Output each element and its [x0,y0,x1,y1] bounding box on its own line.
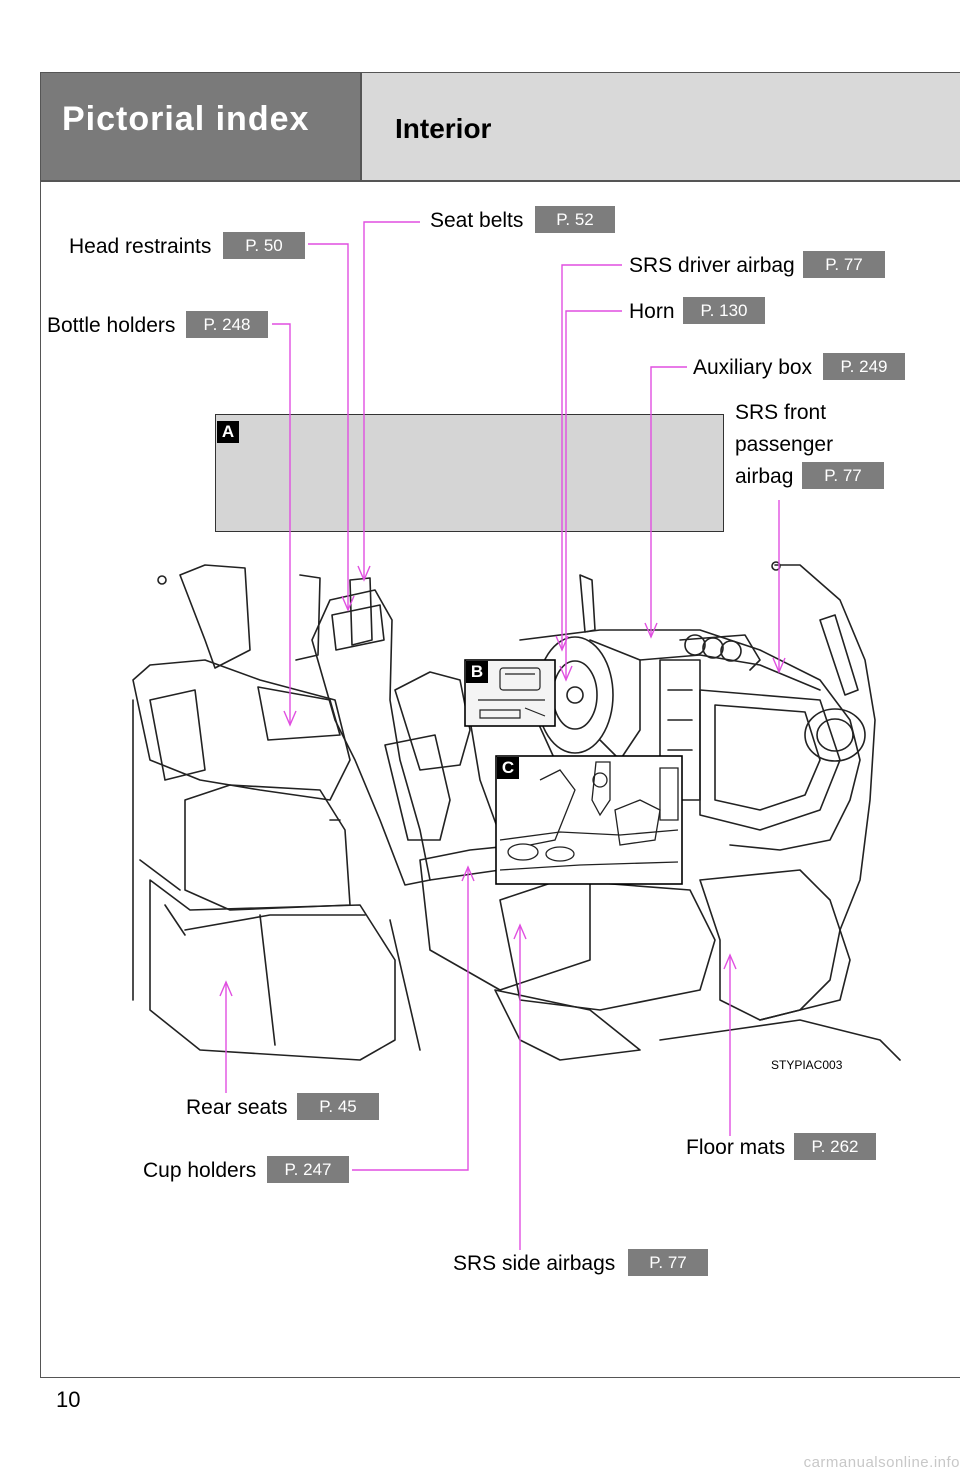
inset-c-tag: C [497,757,519,779]
page-ref-seat-belts[interactable]: P. 52 [535,206,615,233]
label-rear-seats: Rear seats [186,1096,288,1119]
vehicle-line-art [132,561,901,1061]
leader-lines [219,221,786,1250]
page-ref-head-restraints[interactable]: P. 50 [223,232,305,259]
label-auxiliary-box: Auxiliary box [693,356,813,379]
label-srs-front-passenger-airbag-line2: passenger [735,433,834,456]
page-ref-auxiliary-box[interactable]: P. 249 [823,353,905,380]
section-title: Pictorial index [62,100,310,138]
label-horn: Horn [629,300,675,323]
inset-b-tag: B [466,661,488,683]
inset-c-box [495,755,683,885]
subsection-title: Interior [395,113,492,144]
page-ref-floor-mats[interactable]: P. 262 [794,1133,876,1160]
label-srs-front-passenger-airbag-line1: SRS front [735,401,827,424]
header-section-box [41,73,362,181]
page-ref-bottle-holders[interactable]: P. 248 [186,311,268,338]
label-srs-front-passenger-airbag-line3: airbag [735,465,794,488]
footer-watermark: carmanualsonline.info [803,1454,960,1471]
label-srs-driver-airbag: SRS driver airbag [629,254,795,277]
page-number: 10 [56,1387,81,1412]
label-bottle-holders: Bottle holders [47,314,176,337]
header-divider [41,180,960,182]
inset-a-panel [215,414,724,532]
label-floor-mats: Floor mats [686,1136,786,1159]
page-frame [40,72,960,1378]
label-cup-holders: Cup holders [143,1159,257,1182]
inset-a-tag: A [217,421,239,443]
header-subsection-box [362,73,960,181]
page-ref-cup-holders[interactable]: P. 247 [267,1156,349,1183]
figure-code: STYPIAC003 [771,1058,843,1072]
page-ref-srs-driver-airbag[interactable]: P. 77 [803,251,885,278]
page-ref-rear-seats[interactable]: P. 45 [297,1093,379,1120]
label-head-restraints: Head restraints [69,235,212,258]
label-srs-side-airbags: SRS side airbags [453,1252,616,1275]
page-ref-srs-front-passenger-airbag[interactable]: P. 77 [802,462,884,489]
page-ref-srs-side-airbags[interactable]: P. 77 [628,1249,708,1276]
label-seat-belts: Seat belts [430,209,524,232]
page-ref-horn[interactable]: P. 130 [683,297,765,324]
